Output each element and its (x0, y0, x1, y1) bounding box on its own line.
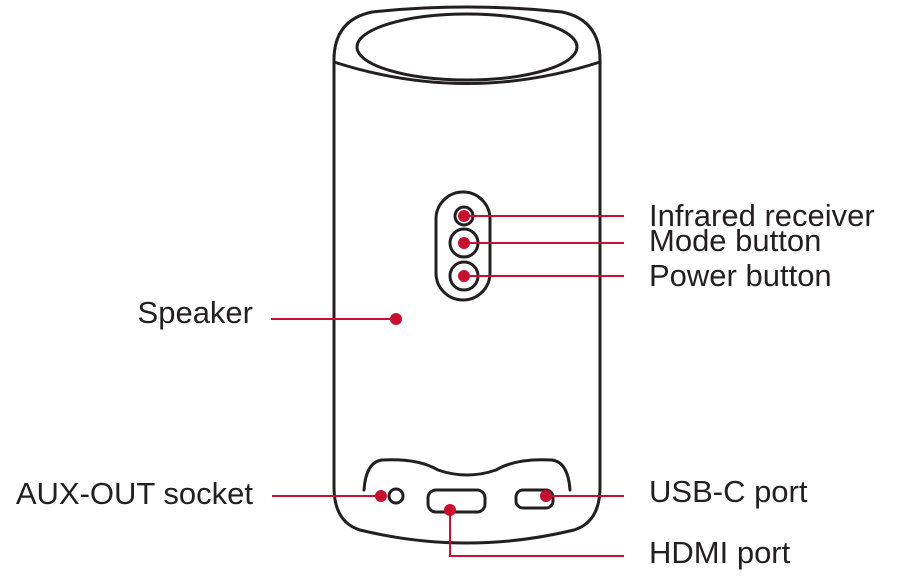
label-speaker: Speaker (138, 295, 253, 330)
device-top-opening (355, 12, 579, 82)
label-infrared-receiver: Infrared receiver (649, 198, 875, 233)
callout-labels: Infrared receiver Mode button Power butt… (16, 198, 875, 570)
device-top-cap-edge (332, 60, 602, 85)
label-hdmi-port: HDMI port (649, 535, 791, 570)
control-panel (434, 190, 492, 302)
leader-hdmi-port (449, 510, 624, 557)
label-mode-button: Mode button (649, 223, 821, 258)
aux-out-socket-icon (387, 487, 405, 505)
leader-dot-speaker (390, 313, 402, 325)
usb-c-port-icon (514, 488, 555, 510)
leader-dot-usb-c-port (540, 490, 552, 502)
leader-dot-hdmi-port (444, 504, 456, 516)
leader-dot-mode-button (458, 237, 470, 249)
callout-leaders (271, 210, 624, 557)
port-bay-outline (362, 458, 572, 492)
label-power-button: Power button (649, 258, 832, 293)
hdmi-port-icon (426, 488, 487, 514)
leader-dot-power-button (458, 270, 470, 282)
device-body-outline (332, 5, 602, 545)
leader-dot-infrared-receiver (458, 210, 470, 222)
label-aux-out-socket: AUX-OUT socket (16, 476, 254, 511)
label-usb-c-port: USB-C port (649, 474, 808, 509)
leader-dot-aux-out-socket (375, 490, 387, 502)
